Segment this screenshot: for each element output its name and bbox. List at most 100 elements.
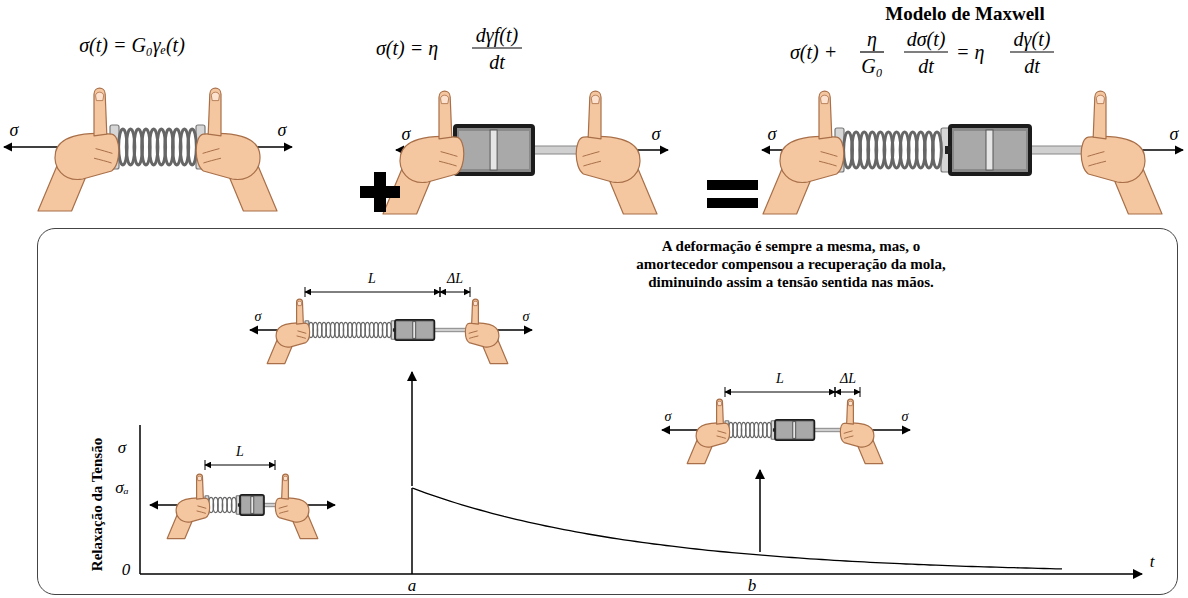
fraction-bar — [1010, 51, 1054, 52]
equation-term: = η — [956, 41, 984, 64]
dashpot-piston — [251, 497, 254, 514]
dimension-tick — [305, 287, 306, 297]
dashpot-fluid — [397, 322, 433, 338]
dimension-tick — [860, 387, 861, 397]
equation-term: dγ(t) — [1014, 28, 1051, 51]
symbol-label: L — [776, 371, 784, 387]
hand-finger — [439, 91, 452, 139]
hand-palm — [55, 133, 119, 179]
hand-knuckles — [1088, 152, 1106, 166]
hand-finger — [472, 299, 479, 324]
y-axis — [139, 425, 141, 574]
equation-term: σ(t) = η — [376, 37, 438, 60]
equals-sign — [707, 198, 758, 208]
hand-finger — [717, 399, 724, 424]
hand-finger — [282, 474, 289, 499]
hand — [687, 399, 729, 463]
hand-knuckles — [819, 152, 837, 166]
stress-jump — [411, 488, 413, 574]
plot-panel: A deformação é sempre a mesma, mas, o am… — [37, 228, 1178, 595]
hand-knuckles — [279, 506, 289, 514]
symbol-label: σ — [652, 124, 661, 145]
hand-finger — [94, 88, 107, 136]
hand — [196, 88, 277, 211]
hand-knuckles — [717, 431, 727, 439]
axis-label: t — [1150, 552, 1155, 572]
symbol-label: σ — [255, 309, 262, 325]
x-axis — [140, 573, 1142, 575]
dimension-line — [835, 392, 860, 393]
axis-label: a — [408, 576, 417, 596]
hand-finger — [819, 91, 832, 139]
hand-knuckles — [583, 152, 601, 166]
dimension-line — [725, 392, 835, 393]
dashpot-stub — [773, 428, 776, 431]
dimension-tick — [275, 460, 276, 470]
axis-label: b — [748, 576, 757, 596]
symbol-label: ΔL — [447, 271, 463, 287]
equals-sign — [707, 180, 758, 190]
hand-nail — [821, 95, 829, 103]
hand-nail — [717, 401, 721, 405]
dashpot-piston — [986, 130, 993, 170]
pointer-arrow — [411, 372, 413, 486]
hand-palm — [840, 423, 873, 447]
hand — [840, 399, 882, 463]
spring-coil — [933, 132, 942, 168]
hand-nail — [297, 301, 301, 305]
hand-palm — [1081, 136, 1145, 182]
dimension-tick — [835, 387, 836, 397]
hand-palm — [275, 498, 308, 522]
dashpot-stub — [393, 328, 396, 331]
symbol-label: σ — [278, 120, 287, 141]
hand-finger — [208, 88, 221, 136]
dashpot-piston — [793, 422, 796, 439]
hand-knuckles — [197, 506, 207, 514]
hand — [267, 299, 309, 363]
dashpot-cylinder — [950, 126, 1030, 174]
hand-finger — [588, 91, 601, 139]
hand-nail — [96, 92, 104, 100]
hand-nail — [473, 301, 477, 305]
symbol-label: σ — [10, 120, 19, 141]
hand-nail — [591, 95, 599, 103]
equation-term: σ(t) + — [790, 41, 837, 64]
symbol-label: σ — [523, 309, 530, 325]
spring-coil — [387, 322, 392, 337]
pointer-arrow — [759, 470, 761, 552]
fraction-bar — [472, 47, 522, 48]
hand-nail — [848, 401, 852, 405]
hand — [1081, 91, 1162, 214]
dimension-tick — [835, 387, 836, 397]
dimension-tick — [205, 460, 206, 470]
equation-term: η — [867, 28, 877, 51]
fraction-bar — [860, 51, 884, 52]
dashpot-fluid — [459, 131, 529, 169]
hand-nail — [211, 92, 219, 100]
hand-knuckles — [297, 331, 307, 339]
dashpot-fluid — [954, 131, 1026, 169]
dashpot-cylinder — [455, 126, 533, 174]
note-text: A deformação é sempre a mesma, mas, o am… — [621, 237, 961, 291]
dimension-line — [440, 292, 470, 293]
equation-term: dt — [489, 51, 505, 74]
symbol-label: σ — [768, 124, 777, 145]
hand-knuckles — [844, 431, 854, 439]
dimension-tick — [440, 287, 441, 297]
dashpot-cylinder — [775, 420, 814, 440]
dashpot-stub — [238, 503, 241, 506]
dimension-tick — [440, 287, 441, 297]
hand-palm — [780, 136, 844, 182]
dashpot-cylinder — [395, 320, 434, 340]
plus-sign — [374, 172, 386, 212]
dimension-line — [305, 292, 440, 293]
hand-palm — [465, 323, 498, 347]
hand-palm — [696, 423, 729, 447]
hand — [275, 474, 317, 538]
dimension-line — [205, 465, 275, 466]
hand-finger — [1093, 91, 1106, 139]
hand-nail — [283, 476, 287, 480]
spring-coil — [767, 422, 772, 437]
hand-palm — [576, 136, 640, 182]
